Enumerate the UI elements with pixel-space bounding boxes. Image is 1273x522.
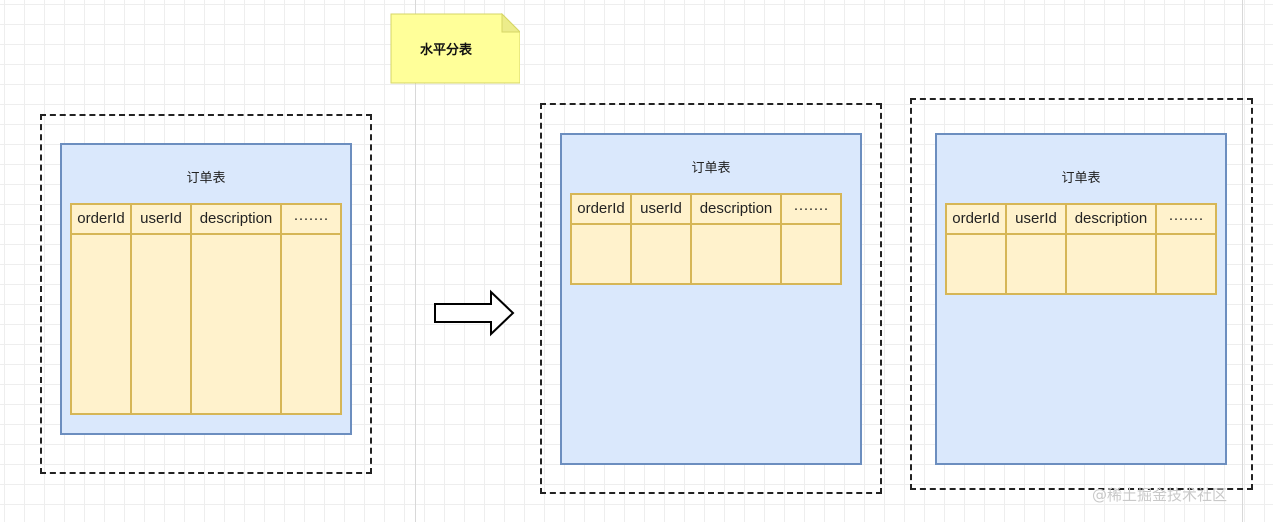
order-table-box-original[interactable]: 订单表 orderId userId description ······· — [60, 143, 352, 435]
column-divider — [130, 205, 132, 413]
column-header: orderId — [577, 200, 625, 217]
order-table-box-shard-2[interactable]: 订单表 orderId userId description ······· — [935, 133, 1227, 465]
watermark: @稀土掘金技术社区 — [1092, 486, 1228, 504]
order-table-box-shard-1[interactable]: 订单表 orderId userId description ······· — [560, 133, 862, 465]
column-divider — [280, 205, 282, 413]
column-divider — [780, 195, 782, 283]
column-divider — [1065, 205, 1067, 293]
column-header: orderId — [77, 210, 125, 227]
table-title: 订单表 — [691, 161, 731, 176]
column-divider — [1005, 205, 1007, 293]
database-container-shard-2[interactable] — [910, 98, 1253, 490]
column-header: userId — [1015, 210, 1057, 227]
column-header: ······· — [293, 210, 329, 227]
column-header: description — [1074, 210, 1148, 227]
column-header: userId — [140, 210, 182, 227]
table-header-row — [947, 205, 1215, 235]
page-boundary-line — [415, 0, 416, 522]
right-arrow-icon — [434, 289, 515, 337]
column-header: userId — [640, 200, 682, 217]
table-title: 订单表 — [186, 171, 226, 186]
table-grid: orderId userId description ······· — [945, 203, 1217, 295]
column-divider — [690, 195, 692, 283]
page-boundary-line — [1242, 0, 1243, 522]
table-title: 订单表 — [1061, 171, 1101, 186]
column-divider — [1155, 205, 1157, 293]
column-header: orderId — [952, 210, 1000, 227]
column-divider — [630, 195, 632, 283]
note-shape — [390, 13, 520, 84]
note-label: 水平分表 — [419, 42, 472, 58]
table-header-row — [572, 195, 840, 225]
table-grid: orderId userId description ······· — [70, 203, 342, 415]
column-header: ······· — [1168, 210, 1204, 227]
column-header: description — [699, 200, 773, 217]
note-horizontal-sharding[interactable]: 水平分表 — [390, 13, 520, 84]
column-divider — [190, 205, 192, 413]
column-header: ······· — [793, 200, 829, 217]
column-header: description — [199, 210, 273, 227]
database-container-shard-1[interactable] — [540, 103, 882, 494]
table-header-row — [72, 205, 340, 235]
table-grid: orderId userId description ······· — [570, 193, 842, 285]
database-container-original[interactable] — [40, 114, 372, 474]
